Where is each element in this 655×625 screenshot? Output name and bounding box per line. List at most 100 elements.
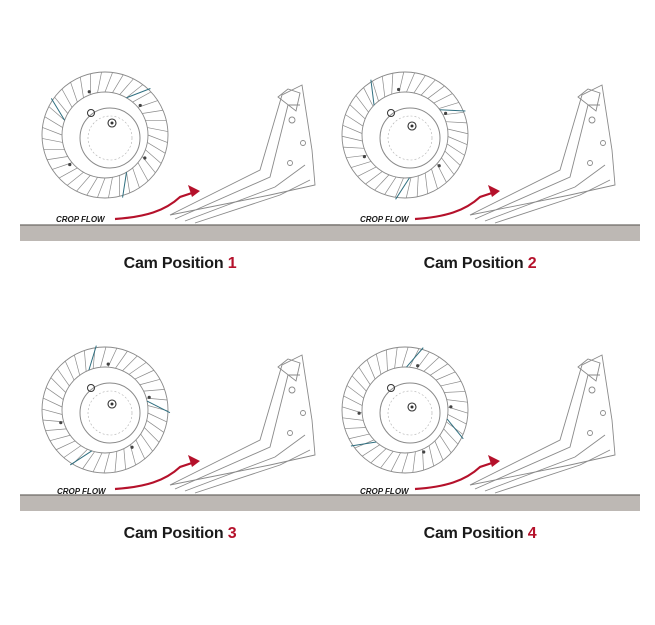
reel-tine [447, 144, 465, 155]
highlight-tine [440, 110, 466, 111]
reel-tine [147, 142, 165, 153]
reel-tine [74, 355, 79, 375]
crop-flow-arrowhead [488, 185, 500, 197]
reel-tine [124, 449, 126, 470]
reel-tine [42, 138, 63, 142]
ground-strip [20, 225, 340, 241]
reel-tine [345, 115, 363, 126]
reel-tine [392, 73, 393, 94]
reel-tine [345, 427, 366, 428]
highlight-tine [447, 419, 463, 439]
reel-tine [395, 347, 398, 368]
cam-position-caption: Cam Position 2 [320, 255, 640, 273]
reel-tine [424, 357, 439, 371]
reel-tine [342, 136, 362, 141]
reel-tine [115, 351, 127, 368]
reel-tine [122, 356, 137, 371]
reel-tine [108, 177, 112, 198]
highlight-tine [123, 172, 127, 197]
cam-position-1-panel: CROP FLOW Cam Position 1 [20, 70, 340, 350]
reel-tine [445, 151, 460, 165]
crop-flow-label: CROP FLOW [57, 487, 106, 496]
reel-tine [50, 435, 70, 440]
reel-tine [343, 147, 364, 148]
reel-tine [417, 176, 418, 197]
reel-tine [115, 451, 117, 472]
reel-tine [147, 420, 164, 432]
reel-tine [351, 161, 371, 167]
frame-arm [185, 435, 305, 491]
frame-pivot [289, 117, 295, 123]
reel-tine [148, 135, 168, 143]
frame-pivot [589, 387, 595, 393]
ground-strip [320, 495, 640, 511]
reel-tine [42, 127, 62, 135]
reel-tine [144, 427, 159, 442]
reel-bolt [107, 363, 110, 366]
highlight-tine [351, 442, 376, 446]
ground-strip [320, 225, 640, 241]
reel-tine [148, 413, 167, 422]
reel-tine [138, 163, 148, 181]
reel-tine [105, 72, 113, 92]
cam-position-2-panel: CROP FLOW Cam Position 2 [320, 70, 640, 350]
reel-tine [45, 117, 63, 128]
reel-tine [406, 178, 411, 198]
frame-pivot [589, 117, 595, 123]
reel-tine [136, 440, 145, 459]
reel-tine [59, 168, 77, 178]
cam-position-number: 1 [228, 255, 237, 272]
reel-bolt [444, 112, 447, 115]
frame-pivot [289, 387, 295, 393]
cam-position-caption: Cam Position 4 [320, 525, 640, 543]
reel-tine [77, 175, 91, 191]
frame-arm [485, 435, 605, 491]
reel-tine [144, 389, 165, 391]
cam-position-number: 2 [528, 255, 537, 272]
frame-pivot [288, 161, 293, 166]
frame-arm [485, 165, 605, 221]
reel-tine [112, 75, 123, 93]
reel-tine [62, 89, 72, 107]
reel-tine [46, 388, 63, 400]
reel-tine [57, 369, 69, 386]
reel-tine [444, 391, 465, 392]
cam-plate [80, 108, 140, 168]
frame-pivot [601, 141, 606, 146]
reel-bolt [68, 163, 71, 166]
reel-tine [352, 376, 366, 391]
reel-tine [67, 172, 83, 185]
frame-pivot [588, 161, 593, 166]
reel-tine [407, 73, 415, 92]
reel-tine [45, 429, 66, 431]
cam-plate [380, 108, 440, 168]
reel-tine [381, 451, 394, 468]
frame-bracket [278, 89, 300, 111]
cam-position-4-panel: CROP FLOW Cam Position 4 [320, 345, 640, 625]
reel-tine [56, 441, 75, 450]
reel-tine [142, 110, 163, 113]
reel-tine [421, 80, 435, 95]
reel-tine [375, 175, 389, 190]
frame-pivot [588, 431, 593, 436]
reel-bolt [143, 156, 146, 159]
reel-bolt [363, 155, 366, 158]
reel-bolt [416, 364, 419, 367]
reel-tine [97, 178, 105, 198]
highlight-tine [407, 348, 424, 367]
pickup-frame [170, 355, 315, 493]
reel-tine [439, 102, 459, 108]
frame-arm [495, 450, 610, 493]
frame-pivot [301, 411, 306, 416]
reel-tine [141, 434, 153, 451]
reel-tine [64, 446, 81, 458]
reel-tine [358, 167, 377, 176]
reel-tine [84, 350, 86, 371]
reel-tine [448, 129, 468, 134]
frame-arm [195, 180, 310, 223]
cam-hub-center [411, 406, 414, 409]
cam-position-caption: Cam Position 3 [20, 525, 340, 543]
frame-bracket [578, 359, 600, 381]
reel-tine [127, 85, 143, 98]
reel-tine [402, 453, 408, 473]
